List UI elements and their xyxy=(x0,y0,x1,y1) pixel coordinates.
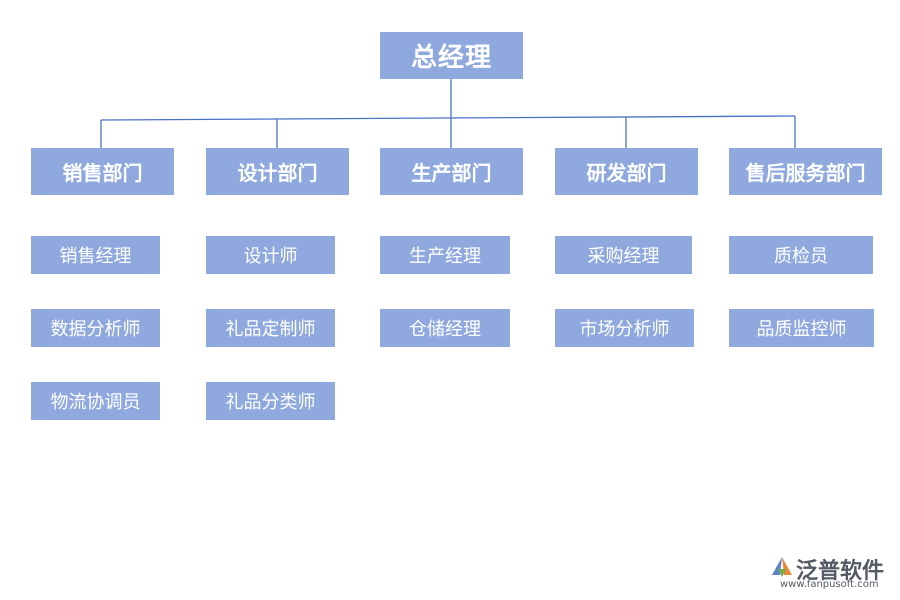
role-label: 数据分析师 xyxy=(50,319,141,340)
role-label: 销售经理 xyxy=(59,246,132,267)
role-box: 生产经理 xyxy=(380,236,510,274)
dept-box-production: 生产部门 xyxy=(380,148,523,195)
dept-box-design: 设计部门 xyxy=(206,148,349,195)
role-box: 采购经理 xyxy=(555,236,692,274)
dept-label: 售后服务部门 xyxy=(745,161,866,185)
dept-box-sales: 销售部门 xyxy=(31,148,174,195)
role-label: 质检员 xyxy=(774,246,828,267)
role-box: 质检员 xyxy=(729,236,873,274)
role-label: 物流协调员 xyxy=(50,392,141,413)
role-box: 仓储经理 xyxy=(380,309,510,347)
root-box-general-manager: 总经理 xyxy=(380,32,523,79)
dept-box-rd: 研发部门 xyxy=(555,148,698,195)
role-label: 采购经理 xyxy=(587,246,660,267)
fanpusoft-logo: 泛普软件 www.fanpusoft.com xyxy=(770,555,895,595)
role-label: 仓储经理 xyxy=(409,319,481,340)
role-box: 设计师 xyxy=(206,236,335,274)
bus-line xyxy=(100,115,796,121)
dept-label: 销售部门 xyxy=(62,161,143,185)
role-label: 设计师 xyxy=(243,246,298,267)
dept-label: 研发部门 xyxy=(586,161,667,185)
role-box: 市场分析师 xyxy=(555,309,694,347)
role-label: 礼品分类师 xyxy=(225,392,316,413)
role-box: 销售经理 xyxy=(31,236,160,274)
role-label: 市场分析师 xyxy=(579,319,670,340)
role-box: 物流协调员 xyxy=(31,382,160,420)
role-label: 礼品定制师 xyxy=(225,319,316,340)
role-box: 礼品定制师 xyxy=(206,309,335,347)
role-label: 生产经理 xyxy=(409,246,481,267)
root-label: 总经理 xyxy=(410,43,492,73)
logo-url: www.fanpusoft.com xyxy=(780,579,879,590)
role-label: 品质监控师 xyxy=(756,319,847,340)
dept-label: 设计部门 xyxy=(237,161,318,185)
fanpu-logo-icon xyxy=(772,557,792,577)
dept-box-after-sales: 售后服务部门 xyxy=(729,148,882,195)
role-box: 礼品分类师 xyxy=(206,382,335,420)
dept-label: 生产部门 xyxy=(411,161,492,185)
logo-name: 泛普软件 xyxy=(796,559,885,584)
role-box: 品质监控师 xyxy=(729,309,874,347)
role-box: 数据分析师 xyxy=(31,309,160,347)
